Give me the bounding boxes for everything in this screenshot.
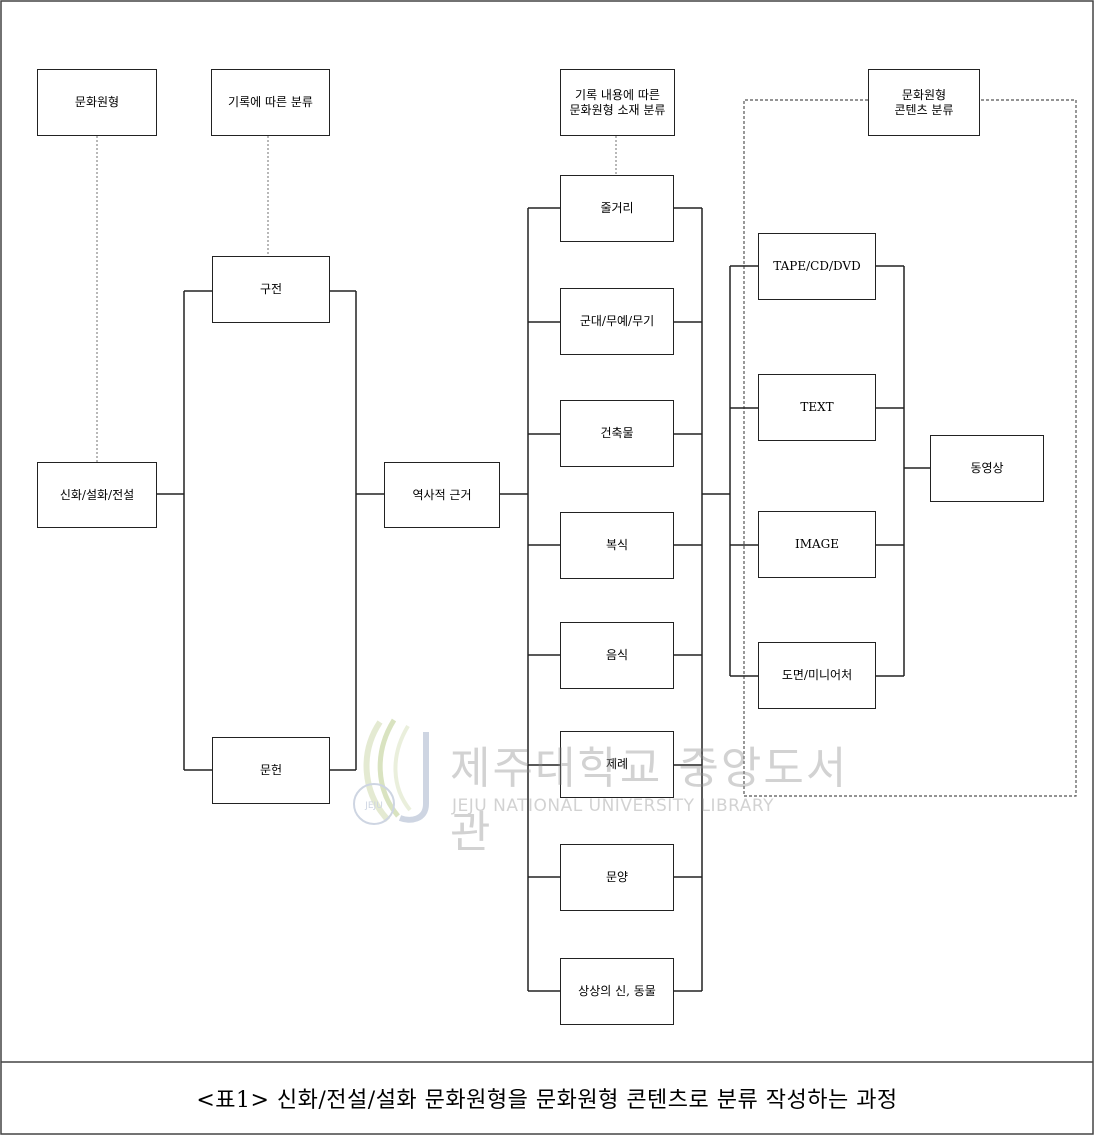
box-image: IMAGE [758,511,876,578]
box-literature: 문헌 [212,737,330,804]
box-deities-animals: 상상의 신, 동물 [560,958,674,1025]
box-text: TEXT [758,374,876,441]
box-architecture: 건축물 [560,400,674,467]
box-historical-basis: 역사적 근거 [384,462,500,528]
box-military-weapons: 군대/무예/무기 [560,288,674,355]
box-ritual: 제례 [560,731,674,798]
box-classification-by-record: 기록에 따른 분류 [211,69,330,136]
box-content-classification: 문화원형 콘텐츠 분류 [868,69,980,136]
box-oral: 구전 [212,256,330,323]
box-storyline: 줄거리 [560,175,674,242]
table-caption: <표1> 신화/전설/설화 문화원형을 문화원형 콘텐츠로 분류 작성하는 과정 [196,1088,898,1113]
box-myth-tale-legend: 신화/설화/전설 [37,462,157,528]
box-tape-cd-dvd: TAPE/CD/DVD [758,233,876,300]
box-food: 음식 [560,622,674,689]
box-subcategory-by-content: 기록 내용에 따른 문화원형 소재 분류 [560,69,675,136]
tree-connectors [157,207,930,992]
box-cultural-archetype: 문화원형 [37,69,157,136]
box-pattern: 문양 [560,844,674,911]
box-video: 동영상 [930,435,1044,502]
box-drawing-miniature: 도면/미니어처 [758,642,876,709]
box-clothing: 복식 [560,512,674,579]
content-group-outline [743,99,1077,797]
